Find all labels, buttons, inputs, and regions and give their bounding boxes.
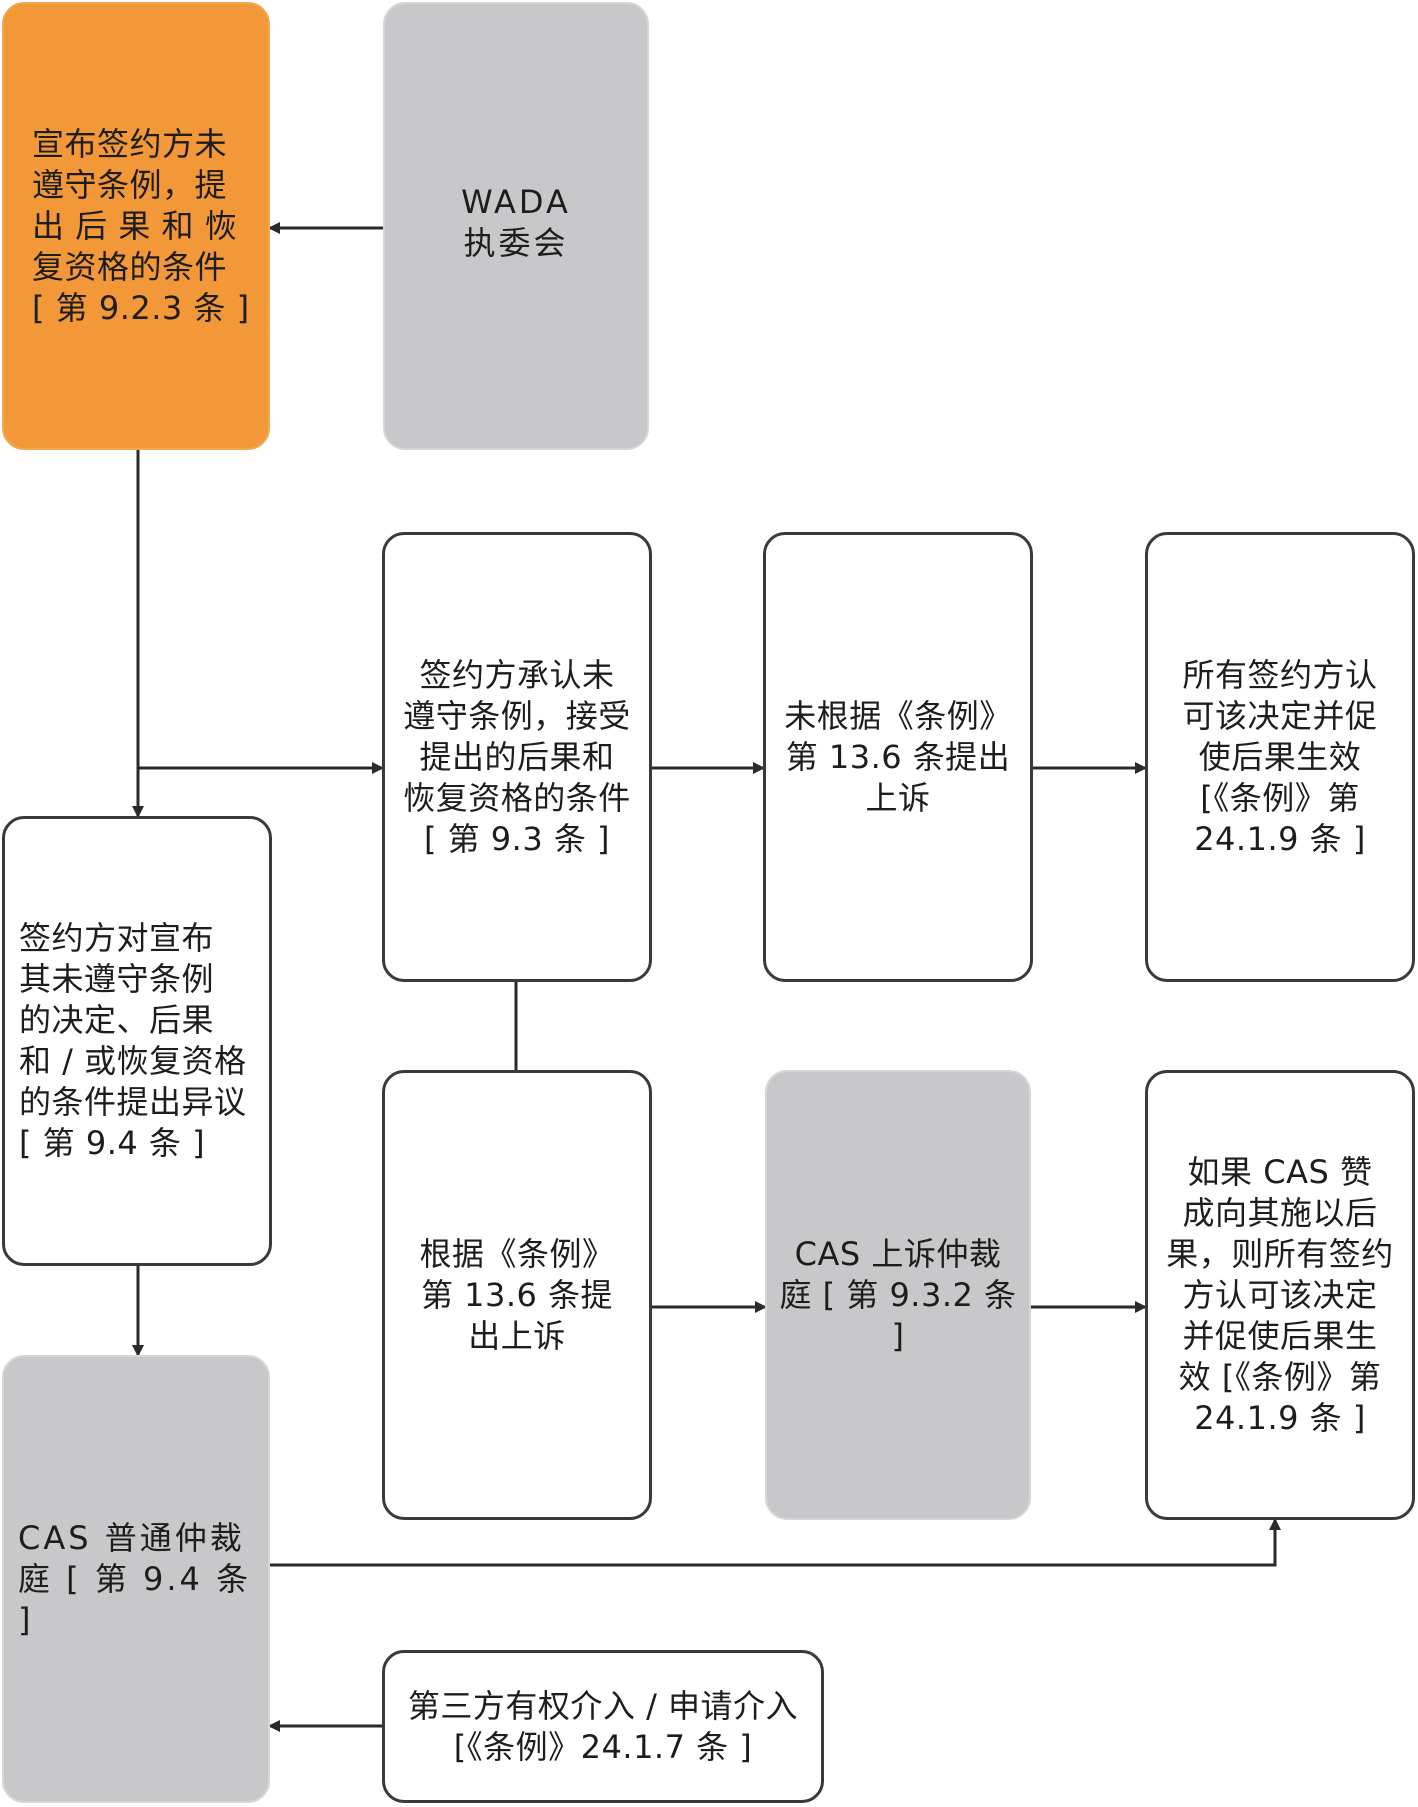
node-signatory-accepts: 签约方承认未 遵守条例，接受 提出的后果和 恢复资格的条件 [ 第 9.3 条 … — [382, 532, 652, 982]
node-declare-noncompliance: 宣布签约方未 遵守条例，提 出 后 果 和 恢 复资格的条件 [ 第 9.2.3… — [2, 2, 270, 450]
node-cas-appeals-division: CAS 上诉仲裁 庭 [ 第 9.3.2 条 ] — [765, 1070, 1031, 1520]
node-no-appeal: 未根据《条例》 第 13.6 条提出 上诉 — [763, 532, 1033, 982]
node-wada-executive-committee: WADA 执委会 — [383, 2, 649, 450]
node-signatory-disputes-text: 签约方对宣布 其未遵守条例 的决定、后果 和 / 或恢复资格 的条件提出异议 [… — [19, 919, 247, 1162]
node-cas-appeals-division-text: CAS 上诉仲裁 庭 [ 第 9.3.2 条 ] — [779, 1234, 1017, 1355]
node-third-party-intervention-text: 第三方有权介入 / 申请介入 [《条例》24.1.7 条 ] — [407, 1686, 799, 1766]
node-no-appeal-text: 未根据《条例》 第 13.6 条提出 上诉 — [784, 696, 1012, 817]
node-cas-favors-consequences-text: 如果 CAS 赞 成向其施以后 果，则所有签约 方认可该决定 并促使后果生 效 … — [1166, 1152, 1394, 1437]
node-cas-favors-consequences: 如果 CAS 赞 成向其施以后 果，则所有签约 方认可该决定 并促使后果生 效 … — [1145, 1070, 1415, 1520]
node-cas-ordinary-division-text: CAS 普通仲裁 庭 [ 第 9.4 条 ] — [18, 1518, 252, 1639]
node-signatory-disputes: 签约方对宣布 其未遵守条例 的决定、后果 和 / 或恢复资格 的条件提出异议 [… — [2, 816, 272, 1266]
node-cas-ordinary-division: CAS 普通仲裁 庭 [ 第 9.4 条 ] — [2, 1355, 270, 1803]
node-third-party-intervention: 第三方有权介入 / 申请介入 [《条例》24.1.7 条 ] — [382, 1650, 824, 1803]
node-wada-executive-committee-text: WADA 执委会 — [461, 183, 571, 262]
node-declare-noncompliance-text: 宣布签约方未 遵守条例，提 出 后 果 和 恢 复资格的条件 [ 第 9.2.3… — [32, 124, 250, 327]
node-appeal-under-13-6-text: 根据《条例》 第 13.6 条提 出上诉 — [419, 1234, 615, 1355]
node-all-signatories-recognize-text: 所有签约方认 可该决定并促 使后果生效 [《条例》第 24.1.9 条 ] — [1182, 655, 1378, 858]
node-all-signatories-recognize: 所有签约方认 可该决定并促 使后果生效 [《条例》第 24.1.9 条 ] — [1145, 532, 1415, 982]
node-appeal-under-13-6: 根据《条例》 第 13.6 条提 出上诉 — [382, 1070, 652, 1520]
edge-cas-ordinary-to-recognize — [270, 1518, 1281, 1567]
node-signatory-accepts-text: 签约方承认未 遵守条例，接受 提出的后果和 恢复资格的条件 [ 第 9.3 条 … — [403, 655, 631, 858]
